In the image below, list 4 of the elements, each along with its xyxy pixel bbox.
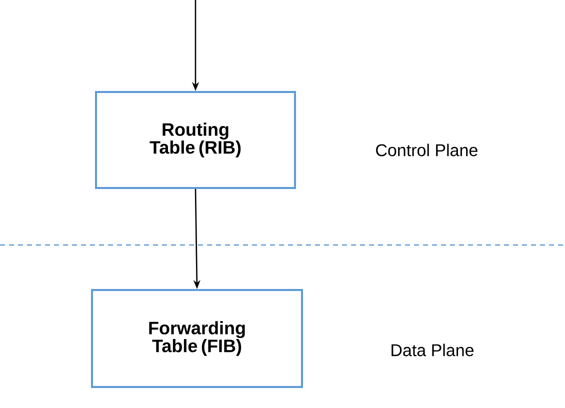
plane-label: Data Plane [392, 344, 474, 356]
table-box: Forwarding Table (FIB) [91, 289, 303, 388]
plane-label: Control Plane [376, 144, 478, 156]
table-box: Routing Table (RIB) [95, 91, 296, 189]
